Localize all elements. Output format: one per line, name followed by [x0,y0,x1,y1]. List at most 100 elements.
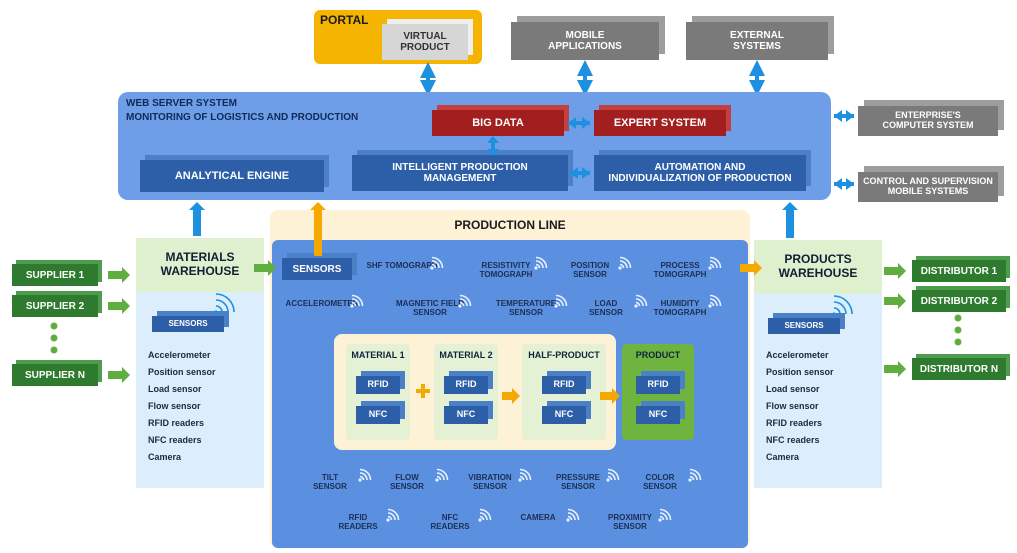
products-up-arrow [782,202,798,238]
distributor-label: DISTRIBUTOR 1 [920,265,998,277]
control-arrow-head-b [846,178,854,190]
rfid-tag: RFID [636,376,680,394]
products-warehouse-title: PRODUCTS WAREHOUSE [778,252,858,280]
production-sensor-label: COLOR SENSOR [643,473,677,491]
rfid-label: RFID [647,379,669,390]
nfc-tag: NFC [444,406,488,424]
production-sensor-label: CAMERA [520,513,556,522]
nfc-label: NFC [456,409,476,420]
production-sensor-label: NFC READERS [430,513,470,531]
enterprise-system-label: ENTERPRISE'S COMPUTER SYSTEM [882,110,974,130]
stage-title: PRODUCT [635,350,681,360]
rfid-label: RFID [553,379,575,390]
production-sensor-label: HUMIDITY TOMOGRAPH [653,299,707,317]
warehouse-sensor-item: RFID readers [148,418,205,428]
distributor-box: DISTRIBUTOR N [912,358,1006,380]
big-data-label: BIG DATA [472,116,524,129]
expert-system-box: EXPERT SYSTEM [594,110,726,136]
mobile-applications-label: MOBILE APPLICATIONS [548,30,622,52]
supplier-label: SUPPLIER 1 [25,269,85,281]
production-sensor-label: POSITION SENSOR [570,261,610,279]
warehouse-sensor-item: Camera [766,452,800,462]
warehouse-sensor-item: RFID readers [766,418,823,428]
nfc-tag: NFC [356,406,400,424]
production-sensor-label: FLOW SENSOR [390,473,424,491]
supplier-box: SUPPLIER N [12,364,98,386]
supplier-box: SUPPLIER 1 [12,264,98,286]
production-sensor-label: PRESSURE SENSOR [555,473,600,491]
production-sensor-label: ACCELEROMETER [285,299,359,308]
materials-up-arrow [189,202,205,236]
materials-warehouse-title: MATERIALS WAREHOUSE [160,250,240,278]
production-sensor-label: SHF TOMOGRAPH [366,261,438,270]
supplier-box: SUPPLIER 2 [12,295,98,317]
warehouse-sensor-item: Accelerometer [766,350,829,360]
control-supervision-label: CONTROL AND SUPERVISION MOBILE SYSTEMS [863,176,993,196]
expert-system-label: EXPERT SYSTEM [613,116,707,129]
rfid-label: RFID [367,379,389,390]
rfid-tag: RFID [444,376,488,394]
production-sensor-label: RESISTIVITY TOMOGRAPH [479,261,533,279]
production-sensor-label: TILT SENSOR [313,473,347,491]
production-sensor-label: LOAD SENSOR [589,299,623,317]
distributor-dot [954,326,962,334]
production-sensors-label: SENSORS [292,263,342,275]
warehouse-sensor-item: Position sensor [766,367,834,377]
distributor-dot [954,314,962,322]
control-supervision-box: CONTROL AND SUPERVISION MOBILE SYSTEMS [858,172,998,202]
production-line-title: PRODUCTION LINE [454,218,566,232]
materials-warehouse-top [136,238,264,292]
portal-title: PORTAL [320,13,369,27]
virtual-product-label: VIRTUAL PRODUCT [400,31,450,53]
enterprise-system-box: ENTERPRISE'S COMPUTER SYSTEM [858,106,998,136]
warehouse-sensor-item: NFC readers [148,435,202,445]
supplier-dot [50,334,58,342]
distributor-label: DISTRIBUTOR N [919,363,999,375]
production-sensor-label: MAGNETIC FIELD SENSOR [396,299,464,317]
nfc-label: NFC [368,409,388,420]
materials-sensors-box: SENSORS [152,316,224,332]
rfid-label: RFID [455,379,477,390]
analytical-engine-box: ANALYTICAL ENGINE [140,160,324,192]
products-warehouse-top [754,240,882,294]
supplier-label: SUPPLIER N [24,369,85,381]
distributor-box: DISTRIBUTOR 1 [912,260,1006,282]
warehouse-sensor-item: Position sensor [148,367,216,377]
automation-label: AUTOMATION AND INDIVIDUALIZATION OF PROD… [608,162,792,184]
production-sensor-label: VIBRATION SENSOR [468,473,512,491]
supplier-dot [50,322,58,330]
external-systems-box: EXTERNAL SYSTEMS [686,22,828,60]
enterprise-arrow-head-a [834,110,842,122]
products-sensors-box: SENSORS [768,318,840,334]
control-arrow-head-a [834,178,842,190]
production-sensor-label: RFID READERS [338,513,378,531]
distributor-arrow [884,361,906,377]
warehouse-sensor-item: Flow sensor [148,401,201,411]
web-server-title2: MONITORING OF LOGISTICS AND PRODUCTION [126,112,359,123]
supplier-label: SUPPLIER 2 [25,300,85,312]
rfid-tag: RFID [356,376,400,394]
external-systems-label: EXTERNAL SYSTEMS [730,30,784,52]
warehouse-sensor-item: NFC readers [766,435,820,445]
nfc-tag: NFC [542,406,586,424]
distributor-label: DISTRIBUTOR 2 [920,295,998,307]
supplier-arrow [108,267,130,283]
warehouse-sensor-item: Accelerometer [148,350,211,360]
distributor-dot [954,338,962,346]
automation-box: AUTOMATION AND INDIVIDUALIZATION OF PROD… [594,155,806,191]
mobile-applications-box: MOBILE APPLICATIONS [511,22,659,60]
production-sensor-label: PROCESS TOMOGRAPH [653,261,707,279]
distributor-arrow [884,293,906,309]
supplier-arrow [108,367,130,383]
nfc-label: NFC [648,409,668,420]
products-sensors-label: SENSORS [784,320,824,330]
virtual-product-box: VIRTUAL PRODUCT [382,24,468,60]
stage-title: MATERIAL 1 [351,350,405,360]
warehouse-sensor-item: Load sensor [766,384,820,394]
distributor-arrow [884,263,906,279]
stage-title: HALF-PRODUCT [528,350,600,360]
distributor-box: DISTRIBUTOR 2 [912,290,1006,312]
supplier-dot [50,346,58,354]
warehouse-sensor-item: Flow sensor [766,401,819,411]
production-sensors-box: SENSORS [282,258,352,280]
